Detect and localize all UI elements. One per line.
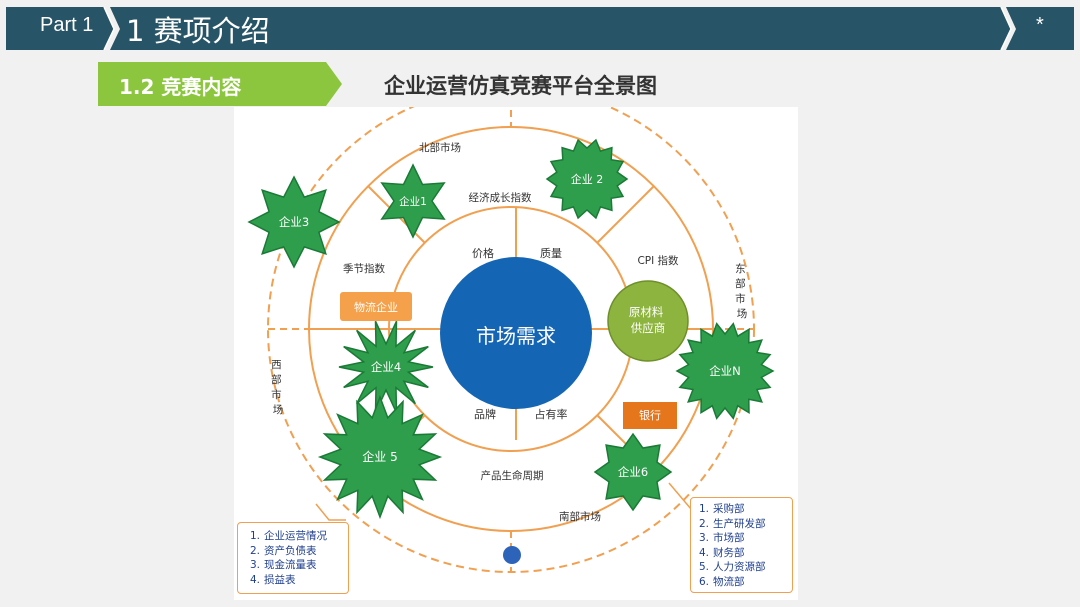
enterprise-2-label: 企业 2 <box>571 172 604 186</box>
market-demand-circle <box>440 257 592 409</box>
list-number: 1. <box>699 503 710 515</box>
department-item: 5.人力资源部 <box>699 560 792 575</box>
market-demand-label: 市场需求 <box>476 324 556 348</box>
list-text: 企业运营情况 <box>264 530 327 542</box>
list-number: 1. <box>250 530 261 542</box>
department-item: 2.生产研发部 <box>699 517 792 532</box>
list-text: 采购部 <box>713 503 745 515</box>
market-share-label: 占有率 <box>535 407 568 421</box>
report-item: 1.企业运营情况 <box>250 529 348 544</box>
title-banner-shape <box>110 7 1011 50</box>
list-text: 财务部 <box>713 546 745 559</box>
list-number: 2. <box>250 544 261 557</box>
east-market-label: 东 部 市 场 <box>735 262 749 320</box>
list-text: 市场部 <box>713 532 745 545</box>
subheader-shape <box>98 62 342 106</box>
diagram-title: 企业运营仿真竞赛平台全景图 <box>384 74 657 98</box>
report-item: 2.资产负债表 <box>250 544 348 559</box>
enterprise-5-star <box>317 394 443 520</box>
price-label: 价格 <box>472 246 494 260</box>
enterprise-5-label: 企业 5 <box>362 449 397 464</box>
department-item: 3.市场部 <box>699 531 792 546</box>
section-title: 1 赛项介绍 <box>126 14 270 48</box>
list-text: 损益表 <box>264 573 296 586</box>
logistics-box <box>340 292 412 321</box>
enterprise-4-label: 企业4 <box>371 360 401 374</box>
logistics-label: 物流企业 <box>354 300 398 314</box>
enterprise-1-label: 企业1 <box>399 195 427 208</box>
enterprise-6-label: 企业6 <box>618 465 648 479</box>
south-market-label: 南部市场 <box>559 510 601 523</box>
growth-index-label: 经济成长指数 <box>469 191 532 204</box>
brand-label: 品牌 <box>474 407 496 421</box>
cpi-index-label: CPI 指数 <box>637 254 679 267</box>
list-number: 3. <box>250 559 261 572</box>
list-text: 人力资源部 <box>713 561 766 574</box>
bank-box <box>623 402 677 429</box>
list-text: 资产负债表 <box>264 544 317 557</box>
report-item: 4.损益表 <box>250 573 348 588</box>
lifecycle-label: 产品生命周期 <box>481 469 544 482</box>
left-box-connector <box>315 503 346 521</box>
list-number: 4. <box>699 546 710 559</box>
enterprise-n-star <box>675 322 775 420</box>
report-item: 3.现金流量表 <box>250 558 348 573</box>
subheader-banner <box>98 62 342 106</box>
enterprise-3-star <box>247 175 341 269</box>
list-number: 2. <box>699 517 710 530</box>
subheader-label: 1.2 竞赛内容 <box>119 75 242 99</box>
seasonal-index-label: 季节指数 <box>343 262 385 275</box>
quality-label: 质量 <box>540 247 562 260</box>
list-text: 生产研发部 <box>713 517 766 530</box>
part-tab-shape <box>6 7 114 50</box>
list-number: 4. <box>250 573 261 586</box>
north-market-label: 北部市场 <box>419 141 461 154</box>
star-mark: * <box>1036 14 1044 36</box>
enterprise-2-star <box>545 138 629 220</box>
spoke-ne <box>596 185 655 244</box>
list-text: 现金流量表 <box>264 559 317 572</box>
list-number: 3. <box>699 532 710 545</box>
department-item: 4.财务部 <box>699 546 792 561</box>
list-number: 6. <box>699 575 710 588</box>
enterprise-6-star <box>593 432 673 512</box>
platform-diagram: 市场需求 原材料 供应商 物流企业 银行 价格 质量 品牌 占有率 经济成长指数… <box>247 107 775 573</box>
department-item: 1.采购部 <box>699 502 792 517</box>
department-item: 6.物流部 <box>699 575 792 590</box>
header-bar <box>6 6 1074 51</box>
title-chevron-line <box>1000 6 1012 51</box>
list-number: 5. <box>699 561 710 574</box>
part-label: Part 1 <box>40 14 94 36</box>
bank-label: 银行 <box>639 408 661 422</box>
enterprise-4-star <box>338 320 434 414</box>
west-market-label: 西 部 市 场 <box>271 359 285 416</box>
enterprise-n-label: 企业N <box>709 364 741 378</box>
supplier-circle <box>607 280 689 362</box>
list-text: 物流部 <box>713 575 745 588</box>
star-tab-shape <box>1006 7 1074 50</box>
enterprise-3-label: 企业3 <box>279 215 309 229</box>
part-chevron-line <box>103 6 115 51</box>
supplier-label: 原材料 供应商 <box>629 305 667 335</box>
south-marker-dot <box>503 546 521 564</box>
enterprise-1-star <box>380 163 446 239</box>
